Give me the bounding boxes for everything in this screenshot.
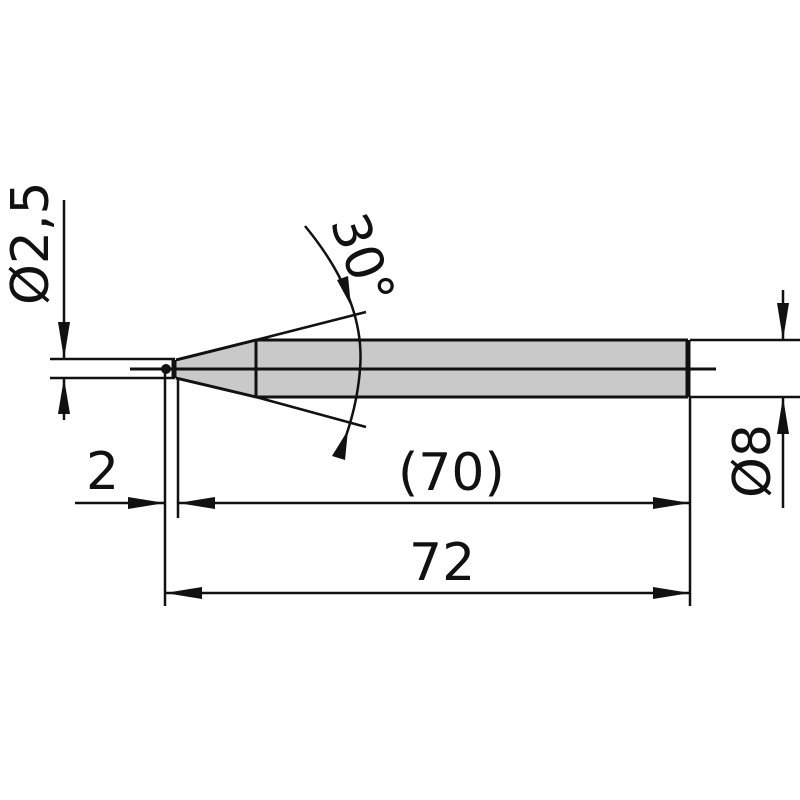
overall-length-label: 72 <box>409 533 475 593</box>
tip-offset-dimension: 2 <box>75 442 165 509</box>
body-length-label: (70) <box>398 443 505 503</box>
tip-offset-label: 2 <box>86 442 119 502</box>
tip-diameter-dimension: Ø2,5 <box>1 181 175 420</box>
shank-diameter-label: Ø8 <box>723 424 783 498</box>
shank-diameter-dimension: Ø8 <box>690 290 800 508</box>
cone-angle-dimension: 30° <box>255 206 406 460</box>
body-length-dimension: (70) <box>178 443 690 509</box>
overall-length-dimension: 72 <box>165 533 690 599</box>
cone-angle-label: 30° <box>318 206 406 313</box>
tip-diameter-label: Ø2,5 <box>1 181 61 305</box>
